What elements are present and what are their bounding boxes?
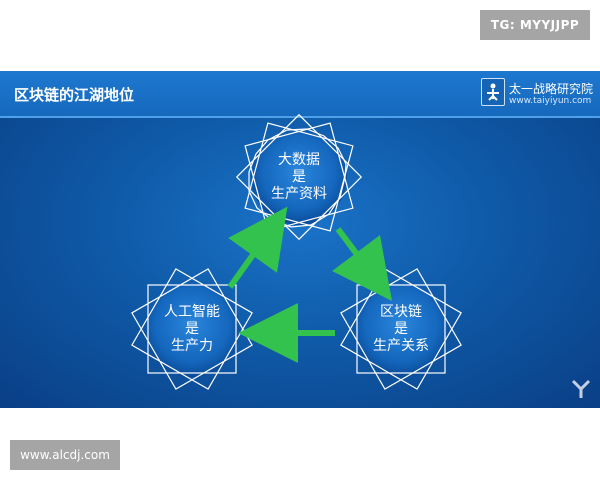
- node-left-line2: 是: [185, 321, 199, 337]
- node-right-line1: 区块链: [380, 304, 422, 320]
- triangle-diagram: [131, 113, 462, 390]
- node-right-line3: 生产关系: [373, 338, 429, 354]
- slide-title: 区块链的江湖地位: [14, 86, 135, 104]
- node-left-circle: [144, 281, 240, 377]
- org-url: www.taiyiyun.com: [509, 96, 592, 106]
- node-top-line2: 是: [292, 169, 306, 185]
- node-left-star: [131, 268, 253, 390]
- node-top-line1: 大数据: [278, 152, 320, 168]
- node-right-line2: 是: [394, 321, 408, 337]
- node-top-star: [235, 113, 363, 241]
- node-label-right: 区块链 是 生产关系: [346, 304, 456, 355]
- node-left-line1: 人工智能: [164, 304, 220, 320]
- node-top-circle: [251, 129, 347, 225]
- taiyi-logo-icon: [481, 78, 505, 106]
- slide: 区块链的江湖地位 太一战略研究院 www.taiyiyun.com: [0, 71, 600, 408]
- node-label-top: 大数据 是 生产资料: [244, 152, 354, 203]
- watermark-top: TG: MYYJJPP: [480, 10, 590, 40]
- slide-header: 区块链的江湖地位 太一战略研究院 www.taiyiyun.com: [0, 71, 600, 118]
- arrow-left-to-top: [227, 206, 288, 289]
- arrow-top-to-right: [332, 227, 392, 301]
- node-right-circle: [353, 281, 449, 377]
- corner-logo-icon: [570, 378, 592, 400]
- org-name: 太一战略研究院: [509, 82, 594, 96]
- node-left-line3: 生产力: [171, 338, 213, 354]
- node-label-left: 人工智能 是 生产力: [137, 304, 247, 355]
- watermark-bottom: www.alcdj.com: [10, 440, 120, 470]
- node-right-star: [340, 268, 462, 390]
- node-top-line3: 生产资料: [271, 186, 327, 202]
